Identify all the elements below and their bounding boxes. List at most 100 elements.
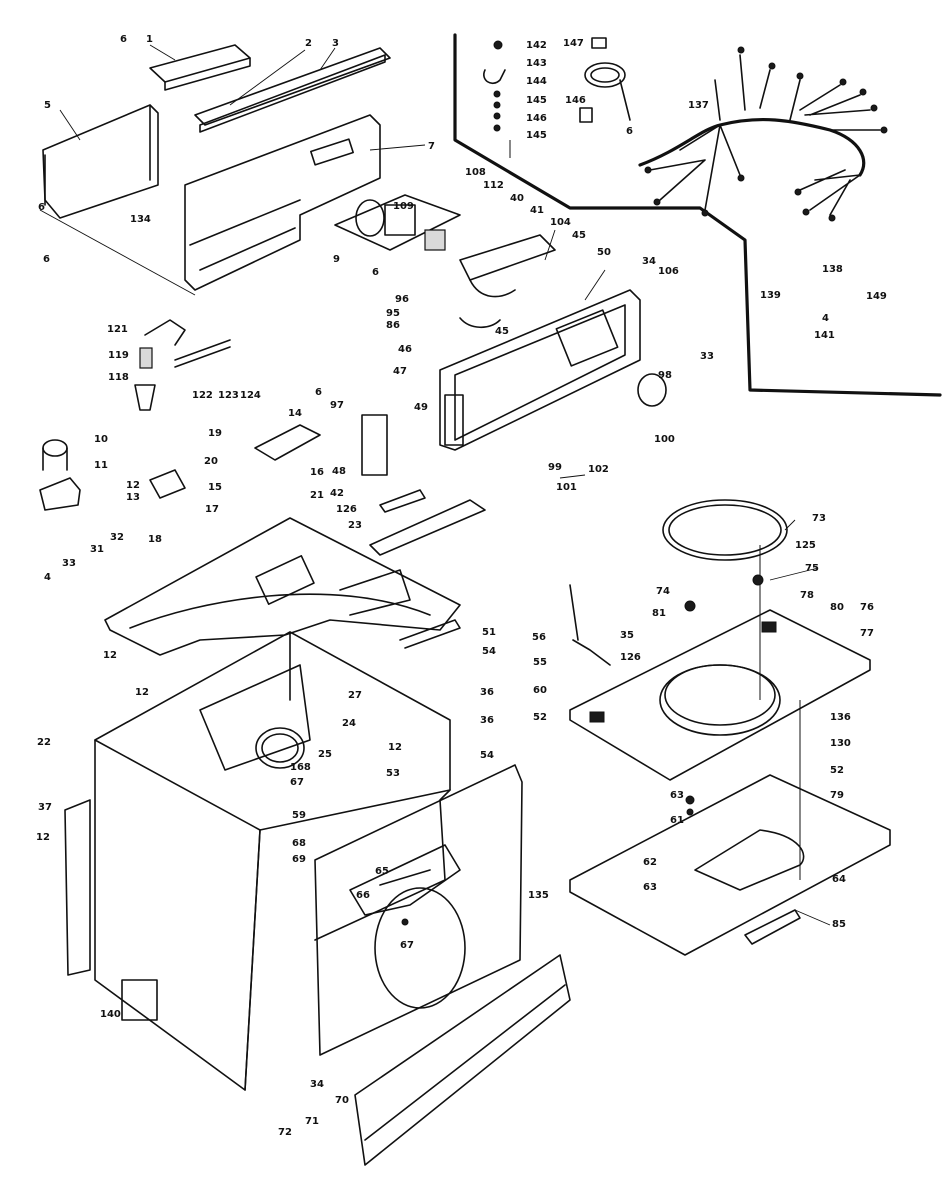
callout-72: 72 xyxy=(278,1127,292,1138)
bracket-group xyxy=(334,194,556,329)
callout-68: 68 xyxy=(292,838,306,849)
callout-136: 136 xyxy=(830,712,851,723)
callout-7: 7 xyxy=(428,141,435,152)
power-cord xyxy=(579,37,631,123)
callout-65: 65 xyxy=(375,866,389,877)
callout-31: 31 xyxy=(90,544,104,555)
callout-125: 125 xyxy=(795,540,816,551)
callout-27: 27 xyxy=(348,690,362,701)
callout-73: 73 xyxy=(812,513,826,524)
callout-76: 76 xyxy=(860,602,874,613)
callout-80: 80 xyxy=(830,602,844,613)
callout-102: 102 xyxy=(588,464,609,475)
callout-2: 2 xyxy=(305,38,312,49)
callout-1: 1 xyxy=(146,34,153,45)
callout-60: 60 xyxy=(533,685,547,696)
callout-101: 101 xyxy=(556,482,577,493)
callout-6c: 6 xyxy=(43,254,50,265)
callout-34a: 34 xyxy=(310,1079,324,1090)
callout-33a: 33 xyxy=(62,558,76,569)
callout-59: 59 xyxy=(292,810,306,821)
callout-42: 42 xyxy=(330,488,344,499)
callout-63b: 63 xyxy=(643,882,657,893)
callout-121: 121 xyxy=(107,324,128,335)
callout-98: 98 xyxy=(658,370,672,381)
callout-142: 142 xyxy=(526,40,547,51)
tub-ring xyxy=(662,499,788,561)
callout-147: 147 xyxy=(563,38,584,49)
callout-130: 130 xyxy=(830,738,851,749)
callout-70: 70 xyxy=(335,1095,349,1106)
callout-22: 22 xyxy=(37,737,51,748)
callout-6d: 6 xyxy=(372,267,379,278)
callout-66: 66 xyxy=(356,890,370,901)
callout-78: 78 xyxy=(800,590,814,601)
callout-54a: 54 xyxy=(482,646,496,657)
callout-104a: 104 xyxy=(550,217,571,228)
callout-45b: 45 xyxy=(495,326,509,337)
callout-69: 69 xyxy=(292,854,306,865)
callout-55: 55 xyxy=(533,657,547,668)
callout-40: 40 xyxy=(510,193,524,204)
callout-21: 21 xyxy=(310,490,324,501)
callout-52b: 52 xyxy=(830,765,844,776)
callout-37: 37 xyxy=(38,802,52,813)
callout-4b: 4 xyxy=(822,313,829,324)
callout-140: 140 xyxy=(100,1009,121,1020)
top-small-parts xyxy=(254,414,486,556)
callout-149: 149 xyxy=(866,291,887,302)
callout-12e: 12 xyxy=(36,832,50,843)
callout-143: 143 xyxy=(526,58,547,69)
callout-11: 11 xyxy=(94,460,108,471)
callout-47: 47 xyxy=(393,366,407,377)
callout-52a: 52 xyxy=(533,712,547,723)
callout-24: 24 xyxy=(342,718,356,729)
callout-12d: 12 xyxy=(388,742,402,753)
small-switch-parts xyxy=(39,319,231,511)
callout-62: 62 xyxy=(643,857,657,868)
callout-122: 122 xyxy=(192,390,213,401)
callout-74: 74 xyxy=(656,586,670,597)
callout-138: 138 xyxy=(822,264,843,275)
callout-135: 135 xyxy=(528,890,549,901)
callout-61: 61 xyxy=(670,815,684,826)
callout-56: 56 xyxy=(532,632,546,643)
callout-50: 50 xyxy=(597,247,611,258)
callout-19: 19 xyxy=(208,428,222,439)
callout-145b: 145 xyxy=(526,130,547,141)
callout-12c: 12 xyxy=(135,687,149,698)
callout-6f: 6 xyxy=(626,126,633,137)
callout-85: 85 xyxy=(832,919,846,930)
callout-54b: 54 xyxy=(480,750,494,761)
callout-14: 14 xyxy=(288,408,302,419)
callout-12a: 12 xyxy=(126,480,140,491)
callout-96: 96 xyxy=(395,294,409,305)
callout-36a: 36 xyxy=(480,687,494,698)
callout-4a: 4 xyxy=(44,572,51,583)
callout-112: 112 xyxy=(483,180,504,191)
callout-63a: 63 xyxy=(670,790,684,801)
callout-168: 168 xyxy=(290,762,311,773)
fastener-stack xyxy=(483,40,511,158)
callout-119: 119 xyxy=(108,350,129,361)
callout-146a: 146 xyxy=(526,113,547,124)
callout-108: 108 xyxy=(465,167,486,178)
callout-48a: 48 xyxy=(332,466,346,477)
callout-23: 23 xyxy=(348,520,362,531)
callout-118: 118 xyxy=(108,372,129,383)
callout-95: 95 xyxy=(386,308,400,319)
callout-126a: 126 xyxy=(336,504,357,515)
callout-141: 141 xyxy=(814,330,835,341)
kick-panel xyxy=(354,954,571,1166)
console-front-panel xyxy=(439,289,667,451)
callout-labels: 1 6 2 3 5 7 134 9 6 6 108 109 112 40 41 … xyxy=(36,34,887,1138)
callout-145a: 145 xyxy=(526,95,547,106)
callout-35: 35 xyxy=(620,630,634,641)
callout-109: 109 xyxy=(393,201,414,212)
callout-6a: 6 xyxy=(120,34,127,45)
callout-99: 99 xyxy=(548,462,562,473)
callout-34b: 34 xyxy=(642,256,656,267)
callout-71: 71 xyxy=(305,1116,319,1127)
callout-12b: 12 xyxy=(103,650,117,661)
